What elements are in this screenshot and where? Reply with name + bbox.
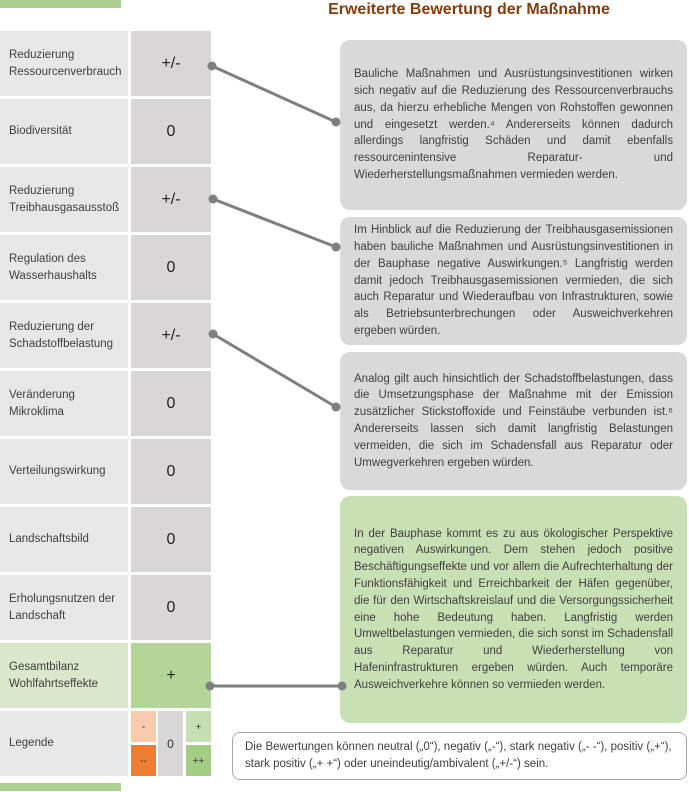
legend-note-text: Die Bewertungen können neutral („0“), ne… (245, 741, 672, 770)
connector-ressourcenverbrauch (211, 64, 337, 124)
row-rating-biodiversitaet: 0 (131, 99, 211, 164)
callout-treibhausgas: Im Hinblick auf die Reduzierung der Trei… (340, 217, 687, 345)
row-label-treibhausgas: Reduzierung Treibhausgasausstoß (0, 167, 128, 232)
connector-lines (205, 61, 347, 691)
bottom-green-bar (0, 783, 121, 791)
callout-schadstoffbelastung: Analog gilt auch hinsichtlich der Schads… (340, 352, 687, 490)
connector-treibhausgas (212, 197, 337, 249)
callout-gesamtbilanz-text: In der Bauphase kommt es zu aus ökologis… (354, 527, 673, 691)
row-rating-gesamtbilanz: + (131, 643, 211, 708)
callout-treibhausgas-text: Im Hinblick auf die Reduzierung der Trei… (354, 224, 673, 337)
connector-schadstoffbelastung (212, 332, 337, 409)
row-label-wasserhaushalt: Regulation des Wasserhaushalts (0, 235, 128, 300)
legend-label: Legende (0, 711, 128, 776)
row-label-erholungsnutzen: Erholungsnutzen der Landschaft (0, 575, 128, 640)
row-label-schadstoffbelastung: Reduzierung der Schadstoffbelastung (0, 303, 128, 368)
callout-schadstoffbelastung-text: Analog gilt auch hinsichtlich der Schads… (354, 372, 673, 469)
row-rating-schadstoffbelastung: +/- (131, 303, 211, 368)
row-rating-wasserhaushalt: 0 (131, 235, 211, 300)
row-rating-mikroklima: 0 (131, 371, 211, 436)
legend-note: Die Bewertungen können neutral („0“), ne… (232, 732, 687, 780)
legend-cell-double-plus: ++ (186, 745, 211, 776)
row-label-landschaftsbild: Landschaftsbild (0, 507, 128, 572)
row-rating-verteilungswirkung: 0 (131, 439, 211, 504)
row-label-mikroklima: Veränderung Mikroklima (0, 371, 128, 436)
page-title: Erweiterte Bewertung der Maßnahme (328, 1, 610, 18)
row-label-biodiversitaet: Biodiversität (0, 99, 128, 164)
row-rating-treibhausgas: +/- (131, 167, 211, 232)
legend-cell-plus: + (186, 711, 211, 742)
callout-ressourcenverbrauch: Bauliche Maßnahmen und Ausrüstungsinvest… (340, 40, 687, 210)
legend-cell-double-minus: -- (131, 745, 156, 776)
row-rating-ressourcenverbrauch: +/- (131, 31, 211, 96)
top-green-bar (0, 0, 121, 8)
callout-gesamtbilanz: In der Bauphase kommt es zu aus ökologis… (340, 496, 687, 723)
legend-cell-minus: - (131, 711, 156, 742)
row-label-ressourcenverbrauch: Reduzierung Ressourcenverbrauch (0, 31, 128, 96)
row-rating-landschaftsbild: 0 (131, 507, 211, 572)
callout-ressourcenverbrauch-text: Bauliche Maßnahmen und Ausrüstungsinvest… (354, 68, 673, 181)
row-label-verteilungswirkung: Verteilungswirkung (0, 439, 128, 504)
legend-cell-zero: 0 (158, 711, 183, 776)
row-rating-erholungsnutzen: 0 (131, 575, 211, 640)
row-label-gesamtbilanz: Gesamtbilanz Wohlfahrtseffekte (0, 643, 128, 708)
